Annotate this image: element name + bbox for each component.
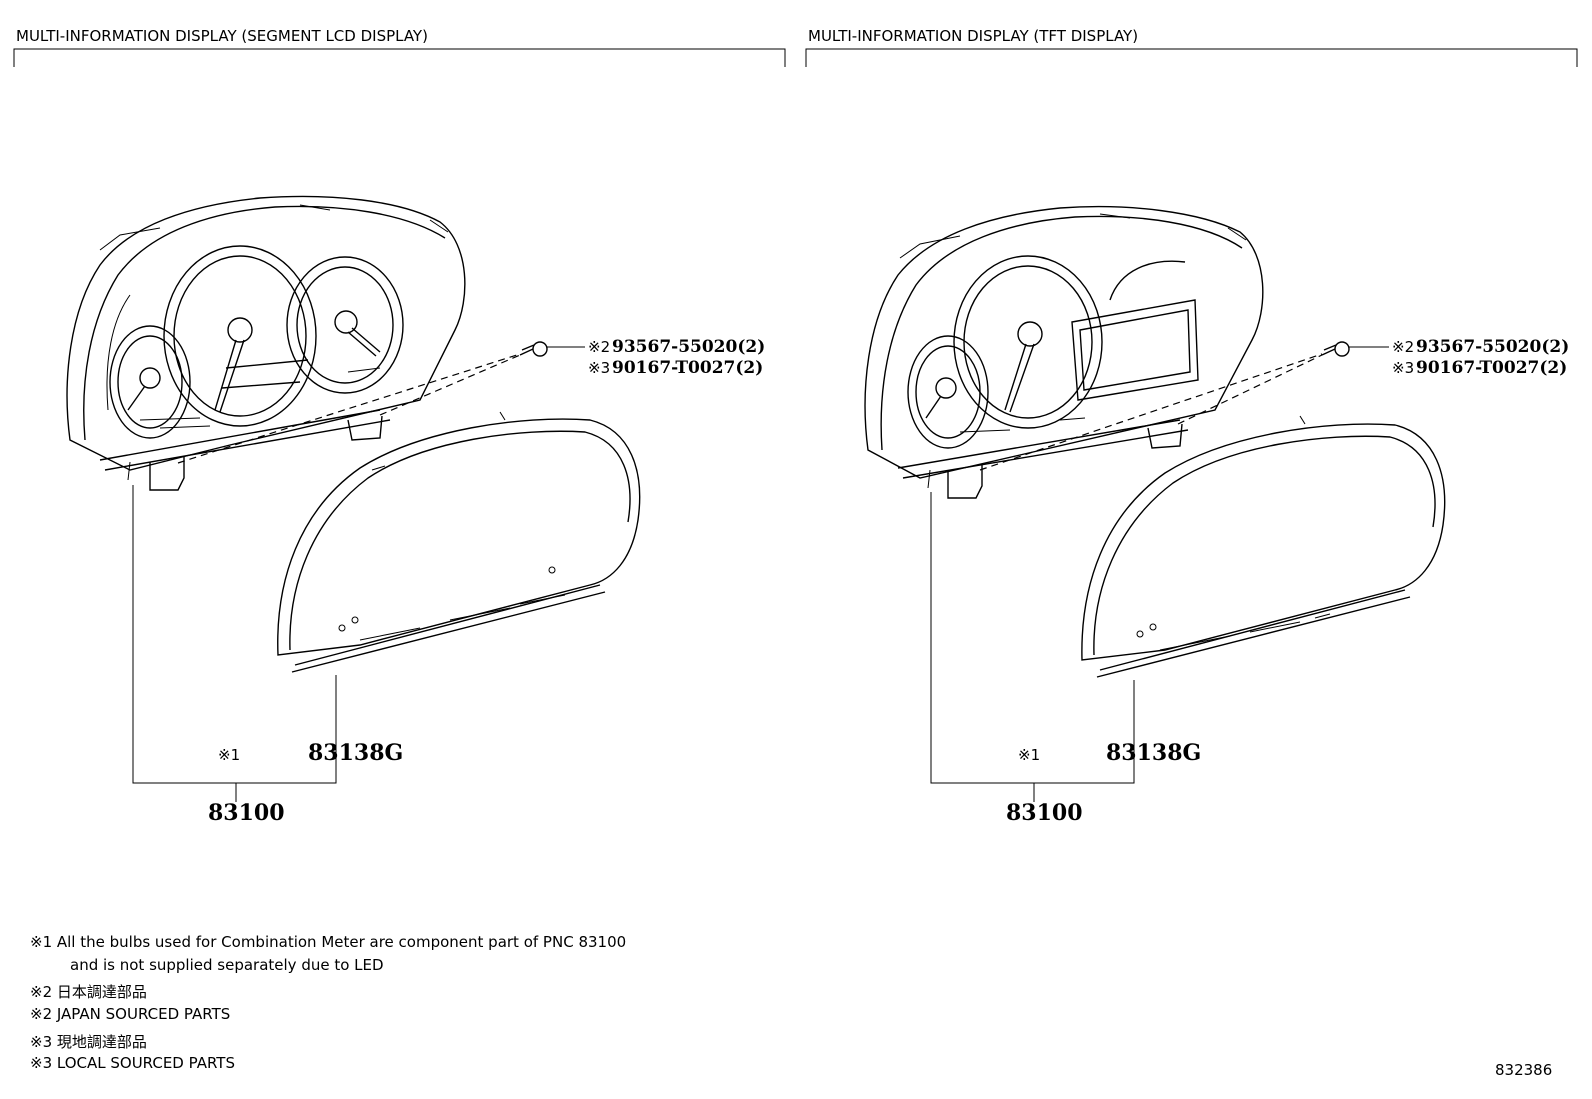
screw-icon [519, 341, 548, 357]
panel-title-tft: MULTI-INFORMATION DISPLAY (TFT DISPLAY) [808, 27, 1138, 45]
note-2-japanese: ※2 日本調達部品 [30, 983, 147, 1001]
footnotes: ※1 All the bulbs used for Combination Me… [30, 933, 626, 1072]
meter-glass-tft [1081, 415, 1446, 678]
panel-segment-lcd: MULTI-INFORMATION DISPLAY (SEGMENT LCD D… [13, 27, 786, 826]
part-number: 93567-55020(2) [612, 337, 765, 357]
combination-meter-tft [864, 205, 1264, 499]
assembly-bracket-tft [930, 492, 1135, 784]
assembly-part-number: 83100 [1006, 800, 1083, 826]
callout-mark: ※3 [1392, 359, 1414, 377]
part-number: 90167-T0027(2) [612, 358, 763, 378]
alignment-line-lower [979, 353, 1323, 471]
alignment-line-lower [177, 353, 521, 464]
note-3-english: ※3 LOCAL SOURCED PARTS [30, 1054, 235, 1072]
part-number: 90167-T0027(2) [1416, 358, 1567, 378]
note-1-line-1: ※1 All the bulbs used for Combination Me… [30, 933, 626, 951]
assembly-part-number: 83100 [208, 800, 285, 826]
callout-mark: ※3 [588, 359, 610, 377]
assembly-bracket-segment-lcd [132, 485, 337, 784]
combination-meter-segment-lcd [66, 195, 466, 491]
meter-glass-segment-lcd [277, 411, 641, 673]
screw-callout-tft: ※2 93567-55020(2) ※3 90167-T0027(2) [1392, 337, 1569, 378]
alignment-line-upper [379, 354, 521, 416]
screw-callout-segment-lcd: ※2 93567-55020(2) ※3 90167-T0027(2) [588, 337, 765, 378]
lens-part-number: 83138G [308, 740, 403, 766]
lens-part-number: 83138G [1106, 740, 1201, 766]
panel-bracket-segment-lcd [13, 48, 786, 67]
note-2-english: ※2 JAPAN SOURCED PARTS [30, 1005, 230, 1023]
note-mark: ※1 [218, 746, 240, 764]
note-3-japanese: ※3 現地調達部品 [30, 1033, 147, 1051]
callout-mark: ※2 [588, 338, 610, 356]
note-mark: ※1 [1018, 746, 1040, 764]
panel-title-segment-lcd: MULTI-INFORMATION DISPLAY (SEGMENT LCD D… [16, 27, 428, 45]
figure-number: 832386 [1495, 1061, 1552, 1079]
part-number: 93567-55020(2) [1416, 337, 1569, 357]
note-1-line-2: and is not supplied separately due to LE… [70, 956, 384, 974]
callout-mark: ※2 [1392, 338, 1414, 356]
alignment-line-upper [1177, 354, 1323, 425]
screw-icon [1321, 341, 1350, 357]
panel-tft: MULTI-INFORMATION DISPLAY (TFT DISPLAY) [805, 27, 1578, 826]
panel-bracket-tft [805, 48, 1578, 67]
